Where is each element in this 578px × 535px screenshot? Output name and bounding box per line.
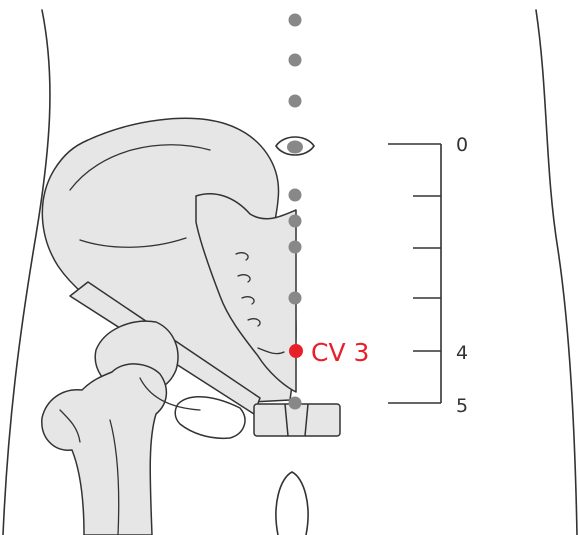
navel-icon <box>276 137 314 155</box>
cv3-dot-icon <box>289 344 303 358</box>
acupoint-dot-icon <box>289 14 302 27</box>
scale-label-4: 4 <box>456 342 468 364</box>
right-flank-line <box>536 10 577 535</box>
genital-outline <box>276 472 308 535</box>
cv3-label: CV 3 <box>311 338 369 367</box>
acupoint-dot-icon <box>289 54 302 67</box>
acupoint-dot-icon <box>289 241 302 254</box>
acupoint-dot-icon <box>289 215 302 228</box>
acupoint-dot-icon <box>289 292 302 305</box>
acupoint-dot-icon <box>289 189 302 202</box>
scale-label-5: 5 <box>456 395 468 417</box>
left-flank-line <box>3 10 50 535</box>
pelvis-bones <box>42 118 340 535</box>
scale-labels: 0 4 5 <box>456 134 468 417</box>
acupoint-dot-icon <box>289 397 302 410</box>
scale-label-0: 0 <box>456 134 468 156</box>
acupoint-dot-icon <box>289 95 302 108</box>
cv3-point: CV 3 <box>289 338 369 367</box>
measurement-scale <box>388 144 441 403</box>
obturator-foramen <box>175 397 245 439</box>
